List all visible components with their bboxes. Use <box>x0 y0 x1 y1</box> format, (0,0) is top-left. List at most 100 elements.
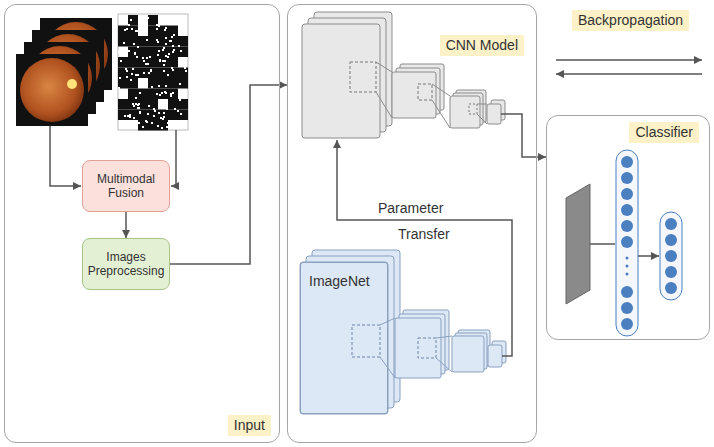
pretrained-block: ImageNet <box>300 262 388 414</box>
vessel-mask-image <box>172 127 174 129</box>
vessel-mask-image <box>168 57 178 68</box>
vessel-mask-image <box>138 36 148 47</box>
classifier-layers <box>621 156 633 330</box>
vessel-mask-image <box>128 24 130 26</box>
imagenet-layers <box>436 336 452 338</box>
vessel-mask-image <box>156 39 158 41</box>
transfer-label: Transfer <box>398 226 450 243</box>
vessel-mask-image <box>122 51 124 53</box>
vessel-mask-image <box>172 45 174 47</box>
vessel-mask-image <box>183 94 185 96</box>
vessel-mask-image <box>171 36 173 38</box>
panel-title: Input <box>228 415 271 436</box>
vessel-mask-image <box>142 126 144 128</box>
cnn-layers <box>302 12 537 157</box>
vessel-mask-image <box>131 28 133 30</box>
vessel-mask-image <box>134 52 136 54</box>
vessel-mask-image <box>168 47 178 58</box>
cnn-layers <box>350 62 376 92</box>
vessel-mask-image <box>170 95 172 97</box>
fundus-images <box>67 79 77 89</box>
imagenet-layers <box>488 345 502 367</box>
vessel-mask-image <box>128 99 138 110</box>
vessel-mask-image <box>157 41 159 43</box>
vessel-mask-image <box>133 117 135 119</box>
vessel-mask-image <box>166 108 168 110</box>
vessel-mask-image <box>147 17 149 19</box>
vessel-mask-image <box>170 18 172 20</box>
vessel-mask-image <box>157 54 159 56</box>
vessel-mask-image <box>165 37 167 39</box>
vessel-mask-image <box>137 74 139 76</box>
vessel-mask-image <box>131 73 133 75</box>
vessel-mask-image <box>128 15 138 26</box>
vessel-mask-image <box>137 107 139 109</box>
vessel-mask-image <box>126 28 128 30</box>
vessel-mask-image <box>164 29 166 31</box>
vessel-mask-image <box>167 56 169 58</box>
vessel-mask-image <box>148 15 158 26</box>
vessel-mask-image <box>172 51 174 53</box>
vessel-mask-image <box>118 87 120 89</box>
classifier-layers <box>566 150 682 336</box>
vessel-mask-image <box>158 26 168 37</box>
vessel-mask-image <box>118 110 128 121</box>
vessel-mask-image <box>165 85 167 87</box>
vessel-mask-image <box>178 68 188 79</box>
imagenet-layers <box>436 358 452 372</box>
classifier-layers <box>626 265 629 268</box>
classifier-layers <box>638 255 659 257</box>
vessel-mask-image <box>168 110 178 121</box>
classifier-layers <box>621 156 633 168</box>
process-box: Images Preprocessing <box>82 238 170 290</box>
fundus-images <box>16 18 112 126</box>
vessel-mask-image <box>118 14 188 131</box>
classifier-layers <box>665 250 677 262</box>
vessel-mask-image <box>168 78 178 89</box>
classifier-layers <box>621 236 633 248</box>
vessel-mask-image <box>128 36 138 47</box>
vessel-mask-image <box>158 68 168 79</box>
vessel-mask-image <box>169 40 171 42</box>
vessel-mask-image <box>129 116 131 118</box>
vessel-mask-image <box>168 26 178 37</box>
parameter-transfer-arrow <box>337 140 512 356</box>
vessel-mask-image <box>168 99 178 110</box>
classifier-layers <box>626 257 629 260</box>
vessel-mask-image <box>118 57 128 68</box>
process-box: Multimodal Fusion <box>82 160 170 212</box>
cnn-layers <box>469 104 477 114</box>
vessel-mask-image <box>135 74 137 76</box>
vessel-mask-image <box>118 78 128 89</box>
cnn-layers <box>477 114 487 124</box>
vessel-mask-image <box>161 127 163 129</box>
vessel-mask-image <box>139 92 141 94</box>
vessel-mask-image <box>179 99 181 101</box>
vessel-mask-image <box>168 68 178 79</box>
fundus-images <box>20 58 84 122</box>
classifier-layers <box>590 243 615 245</box>
classifier-layers <box>665 266 677 278</box>
classifier-layers <box>621 220 633 232</box>
vessel-mask-image <box>138 103 140 105</box>
vessel-mask-image <box>128 110 138 121</box>
vessel-mask-image <box>124 29 126 31</box>
vessel-mask-image <box>163 70 165 72</box>
transfer-label: Parameter <box>378 200 443 217</box>
vessel-mask-image <box>157 125 159 127</box>
flow-arrow <box>537 156 546 158</box>
cnn-layers <box>376 62 392 72</box>
vessel-mask-image <box>154 110 156 112</box>
vessel-mask-image <box>158 85 160 87</box>
vessel-mask-image <box>180 113 182 115</box>
panel-title: CNN Model <box>440 35 524 56</box>
vessel-mask-image <box>165 92 167 94</box>
vessel-mask-image <box>136 30 138 32</box>
vessel-mask-image <box>132 103 134 105</box>
vessel-mask-image <box>128 78 138 89</box>
vessel-mask-image <box>136 56 138 58</box>
vessel-mask-image <box>153 108 155 110</box>
vessel-mask-image <box>170 40 172 42</box>
vessel-mask-image <box>151 122 153 124</box>
